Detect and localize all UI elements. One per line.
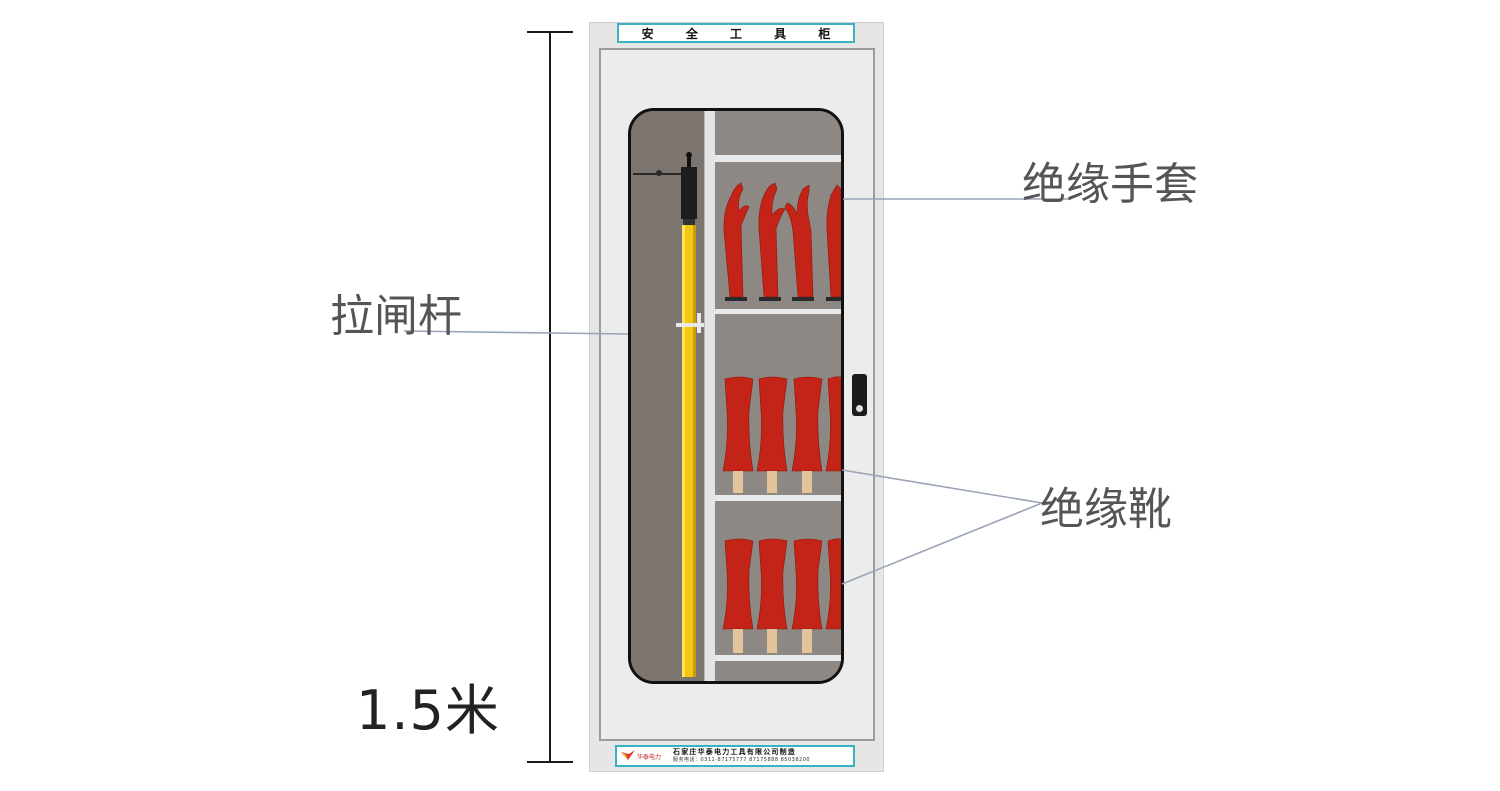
- height-dimension-label: 1.5米: [356, 679, 500, 742]
- cabinet-interior-illustration: [631, 111, 841, 681]
- maker-name: 石家庄华泰电力工具有限公司制造: [673, 748, 796, 756]
- boots-leader-upper: [841, 469, 1043, 504]
- door-lock-keyhole: [856, 405, 863, 412]
- insulating-gloves-label: 绝缘手套: [1022, 159, 1198, 210]
- cabinet-title-plate: 安 全 工 具 柜: [617, 23, 855, 43]
- cabinet-title: 安 全 工 具 柜: [641, 26, 845, 41]
- insulating-boots-label: 绝缘靴: [1040, 484, 1172, 535]
- height-dimension-bottom-cap: [527, 761, 573, 763]
- door-handle: [852, 374, 867, 416]
- brand-name: 华泰电力: [637, 753, 662, 761]
- brand-logo-icon: [621, 750, 635, 760]
- cabinet-glass-window: [628, 108, 844, 684]
- boots-leader-lower: [841, 502, 1043, 585]
- service-phone: 服务电话：0311-87175777 87175888 85038200: [673, 757, 811, 763]
- maker-plate: 华泰电力 石家庄华泰电力工具有限公司制造 服务电话：0311-87175777 …: [615, 745, 855, 767]
- switch-stick-label: 拉闸杆: [330, 291, 462, 342]
- height-dimension-top-cap: [527, 31, 573, 33]
- height-dimension-line: [549, 31, 551, 763]
- switch-stick-leader: [403, 330, 629, 335]
